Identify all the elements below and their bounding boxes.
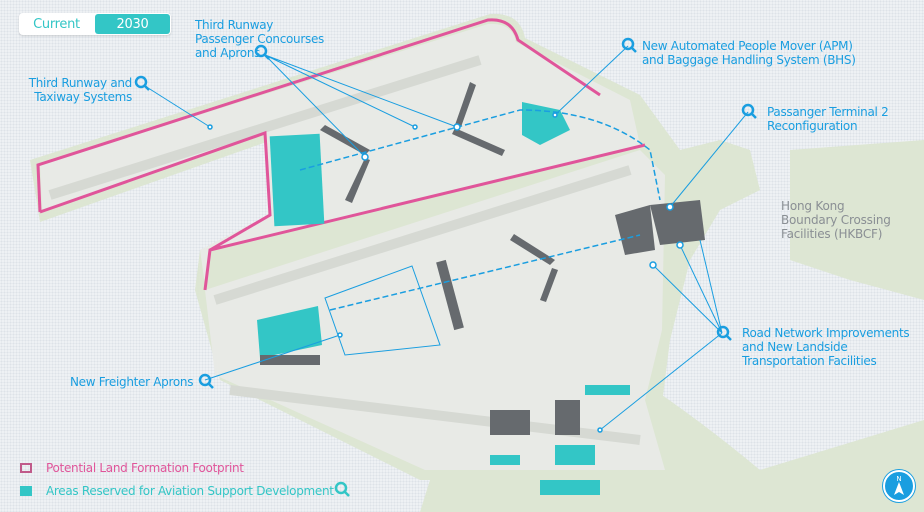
legend-swatch-fill	[20, 486, 32, 496]
magnifier-icon	[334, 481, 350, 497]
callout-lines	[144, 45, 749, 431]
callout-road[interactable]: Road Network Improvements and New Landsi…	[742, 326, 910, 368]
hkbcf-label: Hong Kong Boundary Crossing Facilities (…	[781, 199, 891, 241]
apm-line	[299, 109, 661, 311]
callout-third-runway[interactable]: Third Runway and Taxiway Systems	[28, 76, 133, 104]
compass-icon: N	[883, 470, 915, 502]
magnifier-icon	[198, 373, 214, 389]
runway	[48, 55, 482, 200]
main-airfield	[205, 150, 665, 470]
callout-freighter[interactable]: New Freighter Aprons	[70, 375, 194, 389]
callout-t2[interactable]: Passanger Terminal 2 Reconfiguration	[767, 105, 889, 133]
legend-label: Areas Reserved for Aviation Support Deve…	[46, 484, 334, 498]
toggle-current[interactable]: Current	[33, 16, 80, 32]
view-toggle[interactable]: Current 2030	[19, 13, 171, 35]
land-formation-footprint	[36, 18, 646, 291]
legend-land-formation: Potential Land Formation Footprint	[20, 461, 244, 475]
third-runway-platform	[40, 23, 640, 286]
magnifier-icon	[621, 37, 637, 53]
magnifier-icon	[716, 325, 732, 341]
toggle-2030[interactable]: 2030	[95, 14, 170, 34]
runway	[213, 165, 632, 305]
legend-label: Potential Land Formation Footprint	[46, 461, 244, 475]
buildings	[260, 82, 705, 435]
legend-aviation-support: Areas Reserved for Aviation Support Deve…	[20, 484, 334, 498]
callout-concourses[interactable]: Third Runway Passenger Concourses and Ap…	[195, 18, 324, 60]
compass-label: N	[896, 475, 901, 483]
magnifier-icon	[741, 103, 757, 119]
land-area	[790, 140, 924, 300]
magnifier-icon	[134, 75, 150, 91]
magnifier-icon	[254, 44, 270, 60]
legend-swatch-outline	[20, 463, 32, 473]
magnifier-icons[interactable]	[134, 37, 757, 497]
callout-apm[interactable]: New Automated People Mover (APM) and Bag…	[642, 39, 856, 67]
callout-points	[207, 112, 684, 433]
aviation-support-areas	[257, 102, 630, 495]
